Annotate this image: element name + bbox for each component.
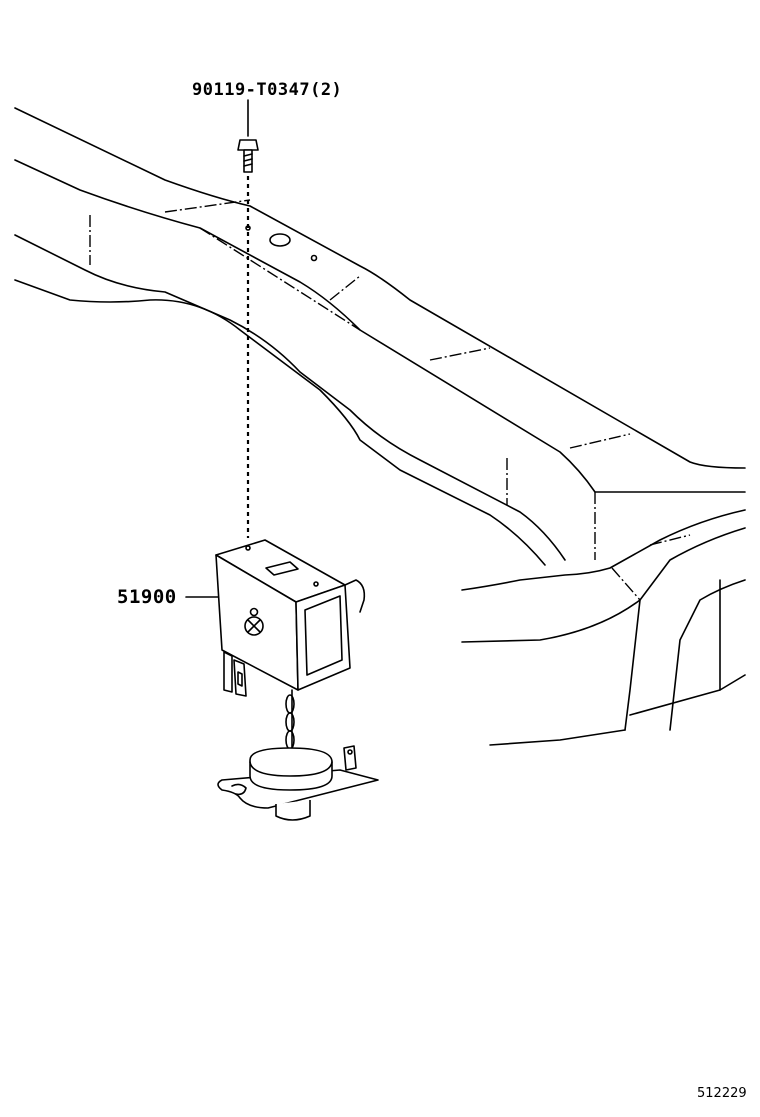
frame-crossmember bbox=[14, 107, 746, 566]
carrier-part-number-label: 51900 bbox=[117, 586, 177, 608]
bolt-90119 bbox=[237, 99, 259, 538]
bolt-part-number-label: 90119-T0347(2) bbox=[192, 80, 343, 100]
body-section bbox=[461, 509, 746, 746]
spare-tire-carrier-51900 bbox=[185, 539, 379, 821]
diagram-reference-number: 512229 bbox=[697, 1086, 747, 1101]
